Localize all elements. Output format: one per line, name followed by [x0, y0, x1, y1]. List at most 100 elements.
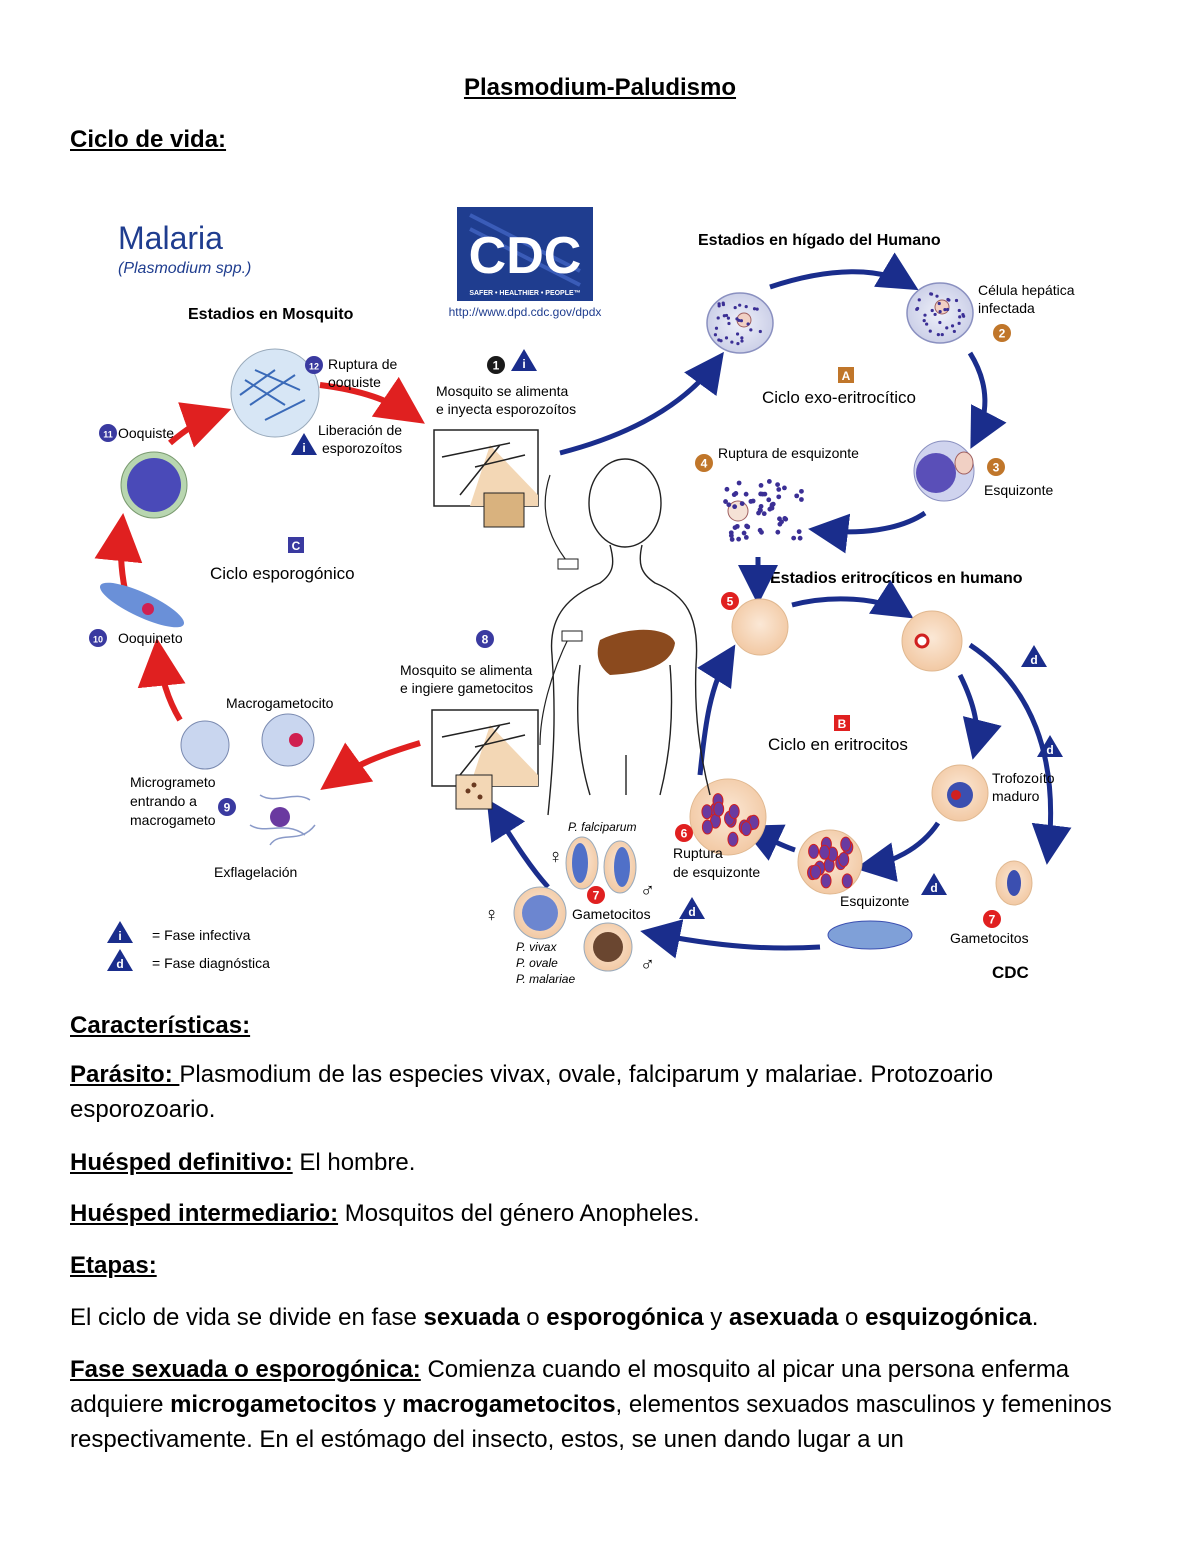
stage-number-text: 5	[727, 595, 734, 609]
cdc-logo: CDC SAFER • HEALTHIER • PEOPLE™	[457, 207, 593, 301]
arrow-inject	[559, 351, 724, 456]
erythrocytic-stages-heading: Estadios eritrocíticos en humano	[770, 570, 1023, 587]
stage-number-badge: 4	[695, 454, 713, 472]
malaria-subtitle: (Plasmodium spp.)	[118, 260, 251, 277]
svg-text:C: C	[292, 539, 301, 553]
stages-bold-sexual: sexuada	[423, 1304, 520, 1331]
mosquito-inject-box	[433, 429, 539, 528]
cdc-footer-label: CDC	[992, 963, 1029, 982]
phase-triangle-icon: d	[107, 949, 133, 971]
stage-number-badge: 12	[305, 356, 323, 374]
stage-number-text: 9	[224, 801, 231, 815]
female-symbol-2: ♀	[484, 904, 499, 926]
label-p-vivax: P. vivax	[516, 940, 557, 954]
label-microgamete-2: entrando a	[130, 793, 197, 809]
cycle-a-label: Ciclo exo-eritrocítico	[762, 388, 916, 407]
label-p-falciparum: P. falciparum	[568, 820, 636, 834]
label-stage8-1: Mosquito se alimenta	[400, 662, 533, 678]
arrow-ery-3	[855, 821, 941, 882]
male-symbol-1: ♂	[640, 880, 655, 902]
label-ery-rupture-2: de esquizonte	[673, 864, 760, 880]
phase-triangle-icon: d	[679, 897, 705, 919]
stages-text-5: .	[1031, 1304, 1039, 1331]
label-oocyst-rupture-1: Ruptura de	[328, 356, 397, 372]
stages-heading: Etapas:	[70, 1252, 157, 1279]
label-trophozoite-1: Trofozoíto	[992, 770, 1055, 786]
features-heading: Características:	[70, 1012, 251, 1039]
stages-paragraph: El ciclo de vida se divide en fase sexua…	[70, 1300, 1140, 1335]
sexual-bold-micro: microgametocitos	[170, 1391, 377, 1418]
phase-triangle-letter: i	[302, 441, 305, 455]
arrow-liver-2	[967, 351, 1007, 449]
definitive-host-label: Huésped definitivo:	[70, 1149, 293, 1176]
pointer-line-1	[544, 474, 571, 566]
cycle-b-label: Ciclo en eritrocitos	[768, 735, 908, 754]
mosquito-stages-heading: Estadios en Mosquito	[188, 306, 354, 323]
label-microgamete-3: macrogameto	[130, 812, 216, 828]
stage-number-badge: 6	[675, 824, 693, 842]
stage-number-text: 3	[993, 461, 1000, 475]
oocyst-rupture	[230, 348, 320, 438]
cdc-tagline: SAFER • HEALTHIER • PEOPLE™	[469, 290, 580, 297]
arrow-spor-4	[168, 402, 232, 448]
stages-heading-paragraph: Etapas:	[70, 1248, 1140, 1283]
phase-triangle-icon: i	[291, 433, 317, 455]
legend-infective: = Fase infectiva	[152, 927, 251, 943]
label-ery-schizont: Esquizonte	[840, 893, 909, 909]
intermediate-host-paragraph: Huésped intermediario: Mosquitos del gén…	[70, 1196, 1140, 1231]
sexual-text-1: Comienza cuando el mosquito al picar una…	[70, 1356, 1070, 1418]
stage-number-text: 6	[681, 827, 688, 841]
definitive-host-text: El hombre.	[292, 1149, 416, 1176]
intermediate-host-label: Huésped intermediario:	[70, 1200, 339, 1227]
phase-triangle-letter: d	[1030, 653, 1037, 667]
label-p-malariae: P. malariae	[516, 972, 575, 986]
cdc-url: http://www.dpd.cdc.gov/dpdx	[449, 305, 602, 319]
parasite-text: Plasmodium de las especies vivax, ovale,…	[70, 1061, 994, 1123]
phase-triangle-icon: d	[1021, 645, 1047, 667]
label-infected-hepatocyte-1: Célula hepática	[978, 282, 1075, 298]
label-stage1-1: Mosquito se alimenta	[436, 383, 569, 399]
label-gametocytes-right: Gametocitos	[950, 930, 1029, 946]
arrow-ery-2	[957, 673, 1002, 760]
microgamete	[180, 720, 230, 770]
label-ery-rupture-1: Ruptura	[673, 845, 723, 861]
phase-triangle-icon: d	[921, 873, 947, 895]
sexual-phase-paragraph: Fase sexuada o esporogónica: Comienza cu…	[70, 1352, 1140, 1457]
label-macrogametocyte: Macrogametocito	[226, 695, 334, 711]
arrow-spor-1	[320, 740, 421, 791]
phase-triangle-icon: d	[1037, 735, 1063, 757]
exflagellation-graphic	[249, 794, 316, 846]
macrogametocyte-cell	[261, 713, 315, 767]
stages-bold-asexual: asexuada	[728, 1304, 839, 1331]
stage-number-text: 1	[493, 359, 500, 373]
stage-number-badge: 2	[993, 324, 1011, 342]
arrow-to-mosquito	[486, 798, 550, 889]
label-release-1: Liberación de	[318, 422, 402, 438]
bite-site-1	[557, 558, 579, 570]
phase-triangle-letter: i	[118, 929, 121, 943]
diagram-legend: = Fase infectiva = Fase diagnóstica	[152, 927, 270, 971]
arrow-spor-2	[137, 638, 186, 722]
stage-number-text: 2	[999, 327, 1006, 341]
cdc-logo-text: CDC	[469, 227, 582, 285]
phase-triangle-icon: i	[107, 921, 133, 943]
arrow-spor-3	[94, 513, 143, 591]
human-liver	[597, 629, 675, 675]
malaria-life-cycle-diagram: Malaria (Plasmodium spp.) CDC SAFER • HE…	[89, 207, 1075, 986]
legend-diagnostic: = Fase diagnóstica	[152, 955, 270, 971]
sexual-bold-macro: macrogametocitos	[402, 1391, 616, 1418]
cycle-heading: Ciclo de vida:	[70, 126, 227, 153]
arrow-spor-5	[319, 376, 425, 424]
arrow-ery-5	[697, 644, 736, 776]
label-oocyst: Ooquiste	[118, 425, 174, 441]
phase-triangle-letter: d	[1046, 743, 1053, 757]
stages-bold-schizogonic: esquizogónica	[865, 1304, 1032, 1331]
arrow-ery-1	[791, 579, 914, 619]
stages-text-4: o	[838, 1304, 866, 1331]
cycle-a-badge	[838, 367, 854, 383]
label-trophozoite-2: maduro	[992, 788, 1040, 804]
label-gametocytes-left: Gametocitos	[572, 906, 651, 922]
phase-triangle-letter: i	[522, 357, 525, 371]
label-p-ovale: P. ovale	[516, 956, 558, 970]
